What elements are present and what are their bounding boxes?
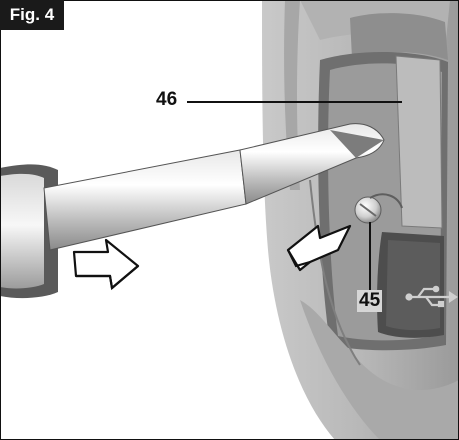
callout-45: 45 [357,290,383,312]
push-arrow-icon [72,238,140,291]
pull-arrow-icon [286,224,352,272]
figure-label: Fig. 4 [0,0,64,30]
screw-45 [354,193,403,224]
screwdriver [0,123,385,299]
device-housing [262,0,459,440]
usb-icon [405,285,458,308]
callout-46: 46 [156,89,178,110]
